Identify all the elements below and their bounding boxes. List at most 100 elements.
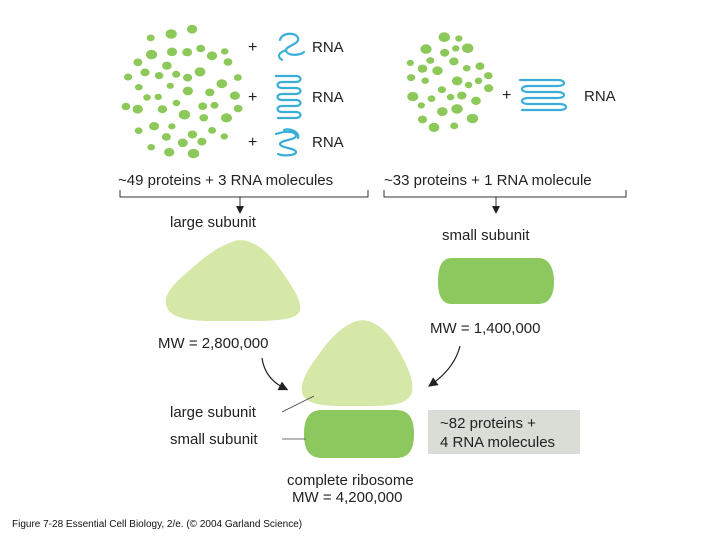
protein-dot xyxy=(221,113,232,123)
protein-dot xyxy=(432,66,443,76)
rna-label: RNA xyxy=(312,39,344,56)
large-composition-label: ~49 proteins + 3 RNA molecules xyxy=(118,172,333,189)
protein-dot xyxy=(452,45,460,52)
rna-strand-icon xyxy=(518,78,568,112)
protein-dot xyxy=(198,102,208,110)
large-subunit-protein-cluster xyxy=(121,24,243,159)
large-subunit-mw: MW = 2,800,000 xyxy=(158,335,268,352)
plus-sign: + xyxy=(502,87,511,104)
protein-dot xyxy=(149,122,160,131)
protein-dot xyxy=(196,44,206,53)
protein-dot xyxy=(162,61,172,70)
protein-dot xyxy=(197,137,207,146)
small-subunit-protein-cluster xyxy=(406,32,494,132)
protein-dot xyxy=(183,73,193,82)
protein-dot xyxy=(134,127,143,134)
protein-dot xyxy=(182,86,193,96)
protein-dot xyxy=(165,29,177,39)
protein-dot xyxy=(172,99,181,107)
protein-dot xyxy=(223,58,233,66)
protein-dot xyxy=(455,35,463,42)
protein-dot xyxy=(462,65,471,72)
small-bracket xyxy=(383,190,627,214)
protein-dot xyxy=(426,57,435,64)
protein-dot xyxy=(471,96,481,106)
protein-dot xyxy=(132,104,143,114)
protein-dot xyxy=(220,133,228,140)
large-subunit-shape xyxy=(165,240,301,321)
arrow-large-to-ribosome xyxy=(261,357,289,391)
protein-dot xyxy=(168,123,176,130)
protein-dot xyxy=(133,58,143,67)
protein-dot xyxy=(194,67,206,77)
small-subunit-shape xyxy=(438,258,554,304)
protein-dot xyxy=(145,49,158,60)
protein-dot xyxy=(438,32,450,43)
protein-dot xyxy=(466,113,479,124)
protein-dot xyxy=(475,62,485,70)
ribosome-large-subunit-shape xyxy=(301,320,413,406)
rna-strand-icon xyxy=(277,32,306,62)
protein-dot xyxy=(157,105,168,114)
protein-dot xyxy=(147,144,155,151)
protein-dot xyxy=(437,86,446,94)
protein-dot xyxy=(407,74,416,82)
large-subunit-title: large subunit xyxy=(170,214,257,231)
plus-sign: + xyxy=(248,134,257,151)
small-composition-label: ~33 proteins + 1 RNA molecule xyxy=(384,172,592,189)
protein-dot xyxy=(187,130,198,139)
ribosome-composition-line1: ~82 proteins + xyxy=(440,415,536,432)
protein-dot xyxy=(450,122,459,130)
rna-label: RNA xyxy=(312,134,344,151)
protein-dot xyxy=(208,126,217,134)
protein-dot xyxy=(154,72,164,80)
ribosome-large-subunit-label: large subunit xyxy=(170,404,257,421)
protein-dot xyxy=(484,84,494,93)
ribosome-title: complete ribosome xyxy=(287,472,414,489)
protein-dot xyxy=(427,95,436,102)
protein-dot xyxy=(166,82,174,89)
protein-dot xyxy=(233,104,243,113)
protein-dot xyxy=(206,51,218,61)
protein-dot xyxy=(187,148,200,159)
figure-caption: Figure 7-28 Essential Cell Biology, 2/e.… xyxy=(12,519,302,530)
protein-dot xyxy=(210,101,219,109)
protein-dot xyxy=(451,104,463,114)
protein-dot xyxy=(143,94,151,101)
rna-strand-icon xyxy=(274,74,302,120)
protein-dot xyxy=(437,107,448,117)
rna-strand-icon xyxy=(274,128,300,157)
protein-dot xyxy=(417,64,428,73)
protein-dot xyxy=(146,34,155,42)
ribosome-composition-line2: 4 RNA molecules xyxy=(440,434,555,451)
protein-dot xyxy=(417,102,425,109)
leader-line xyxy=(281,395,315,413)
protein-dot xyxy=(457,91,467,100)
protein-dot xyxy=(205,88,215,97)
rna-label: RNA xyxy=(312,89,344,106)
protein-dot xyxy=(462,43,474,53)
protein-dot xyxy=(406,59,414,66)
protein-dot xyxy=(449,57,459,66)
protein-dot xyxy=(140,68,150,77)
protein-dot xyxy=(417,115,428,124)
protein-dot xyxy=(420,44,432,54)
small-subunit-mw: MW = 1,400,000 xyxy=(430,320,540,337)
protein-dot xyxy=(440,48,450,57)
protein-dot xyxy=(421,77,429,84)
protein-dot xyxy=(177,138,188,148)
protein-dot xyxy=(220,48,229,55)
protein-dot xyxy=(178,109,191,120)
protein-dot xyxy=(464,81,473,89)
protein-dot xyxy=(407,91,419,102)
protein-dot xyxy=(186,24,198,34)
protein-dot xyxy=(135,84,143,91)
protein-dot xyxy=(121,102,131,111)
ribosome-mw: MW = 4,200,000 xyxy=(292,489,402,506)
protein-dot xyxy=(124,73,133,81)
protein-dot xyxy=(166,47,178,57)
protein-dot xyxy=(161,133,171,141)
protein-dot xyxy=(233,74,242,81)
protein-dot xyxy=(199,114,209,122)
